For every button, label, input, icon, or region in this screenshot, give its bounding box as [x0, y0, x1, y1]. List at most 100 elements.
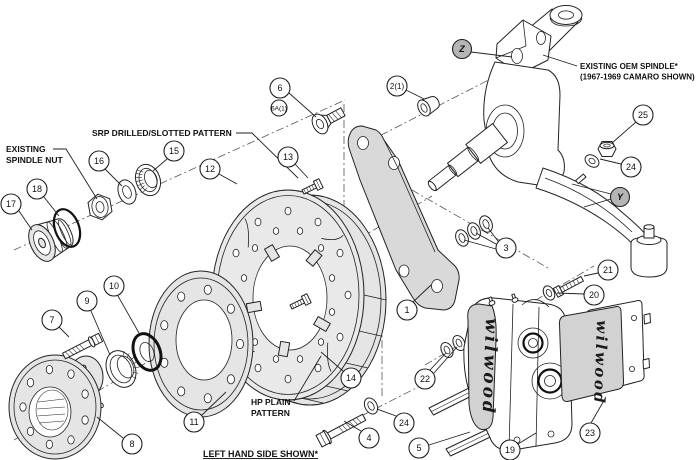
hub-group: [8, 332, 163, 460]
callout-18: 18: [26, 178, 48, 200]
callout-11: 11: [183, 411, 205, 433]
arm-nut: [597, 141, 617, 157]
svg-text:21: 21: [603, 265, 613, 275]
svg-text:25: 25: [638, 110, 648, 120]
callout-leader: [152, 158, 168, 172]
spacer: [417, 95, 440, 117]
caliper-face-band: [467, 303, 497, 430]
bleed-screw: [511, 293, 519, 303]
bleed-screw: [488, 296, 496, 306]
callout-5: 5: [408, 437, 430, 459]
caliper-bracket: [347, 125, 460, 311]
hub-bore: [28, 386, 72, 438]
rotor-hat: [148, 270, 254, 418]
bolt-washer: [363, 397, 379, 415]
callout-leader: [571, 183, 612, 195]
callout-leader: [288, 92, 317, 118]
callout-22: 22: [414, 368, 436, 390]
callout-15: 15: [163, 140, 185, 162]
rotor-center-opening: [252, 245, 328, 351]
caliper-wilwood-logo: wilwood: [478, 318, 501, 416]
callout-leader: [117, 295, 140, 334]
svg-text:Y: Y: [617, 192, 624, 202]
svg-text:11: 11: [189, 417, 198, 427]
pad-wilwood-logo: wilwood: [590, 320, 611, 406]
svg-text:13: 13: [283, 152, 293, 162]
svg-text:16: 16: [94, 156, 104, 166]
svg-text:15: 15: [169, 146, 179, 156]
callout-leader: [18, 210, 33, 231]
callouts: 66A(1)132(1)Z2524Y3112151618177910811144…: [0, 38, 654, 460]
svg-text:17: 17: [6, 199, 16, 209]
caliper-bolt: [552, 275, 584, 298]
countersunk-bolt: [311, 107, 346, 135]
spindle-pin: [427, 123, 508, 192]
grease-seal: [131, 332, 163, 372]
svg-text:9: 9: [84, 296, 89, 306]
svg-text:Z: Z: [458, 44, 465, 54]
callout-leader: [475, 232, 497, 245]
steering-arm-bushing: [630, 224, 668, 278]
callout-13: 13: [277, 146, 299, 168]
svg-text:22: 22: [420, 374, 430, 384]
callout-leader: [43, 196, 60, 217]
hex-bolt: [315, 413, 367, 448]
callout-leader: [433, 346, 458, 374]
callout-leader: [556, 292, 585, 295]
callout-19: 19: [499, 439, 521, 460]
callout-6: 6: [269, 77, 291, 99]
callout-leader: [104, 168, 123, 187]
callout-7: 7: [41, 309, 63, 331]
callout-Y: Y: [609, 186, 631, 208]
brake-caliper: [463, 293, 573, 451]
callout-24: 24: [393, 412, 415, 434]
tie-rod-hole: [511, 48, 523, 64]
existing-oem-spindle-label-leader: [542, 54, 578, 67]
callout-leader: [376, 408, 397, 417]
srp-pattern-label: SRP DRILLED/SLOTTED PATTERN: [92, 128, 232, 138]
svg-text:12: 12: [205, 164, 215, 174]
mount-washers: [455, 215, 493, 247]
callout-24: 24: [620, 156, 642, 178]
callout-21: 21: [597, 259, 619, 281]
existing-spindle-nut-label-leader: [53, 148, 98, 200]
callout-20: 20: [583, 284, 605, 306]
callout-12: 12: [199, 158, 221, 180]
svg-text:6A(1): 6A(1): [271, 105, 287, 112]
svg-text:18: 18: [32, 184, 42, 194]
svg-text:10: 10: [109, 281, 119, 291]
callout-6A(1): 6A(1): [270, 99, 288, 117]
svg-text:6: 6: [277, 83, 282, 93]
callout-leader: [90, 310, 111, 356]
callout-2(1): 2(1): [386, 75, 408, 97]
callout-leader: [412, 284, 432, 303]
arm-stud: [575, 173, 587, 185]
callout-leader: [294, 163, 309, 179]
svg-text:23: 23: [585, 428, 595, 438]
hub-bolt: [62, 332, 104, 360]
centerline: [351, 67, 513, 151]
callout-23: 23: [579, 422, 601, 444]
logos: wilwood wilwood: [478, 318, 611, 416]
callout-Z: Z: [451, 38, 473, 60]
callout-leader: [599, 158, 622, 165]
callout-leader: [583, 272, 599, 277]
callout-3: 3: [495, 237, 517, 259]
callout-1: 1: [396, 299, 418, 321]
dust-cap: [28, 218, 74, 262]
hat-bolt-holes: [160, 284, 244, 404]
centerline: [13, 99, 346, 251]
callout-14: 14: [340, 367, 362, 389]
callout-leader: [583, 198, 612, 208]
bracket-bolt: [301, 178, 324, 195]
callout-leader: [463, 239, 497, 250]
callout-leader: [470, 51, 513, 58]
callout-leader: [487, 227, 499, 242]
hub-stud-holes: [19, 364, 89, 449]
outer-bearing: [134, 163, 162, 197]
spindle-body: [483, 61, 565, 187]
callout-4: 4: [358, 427, 380, 449]
